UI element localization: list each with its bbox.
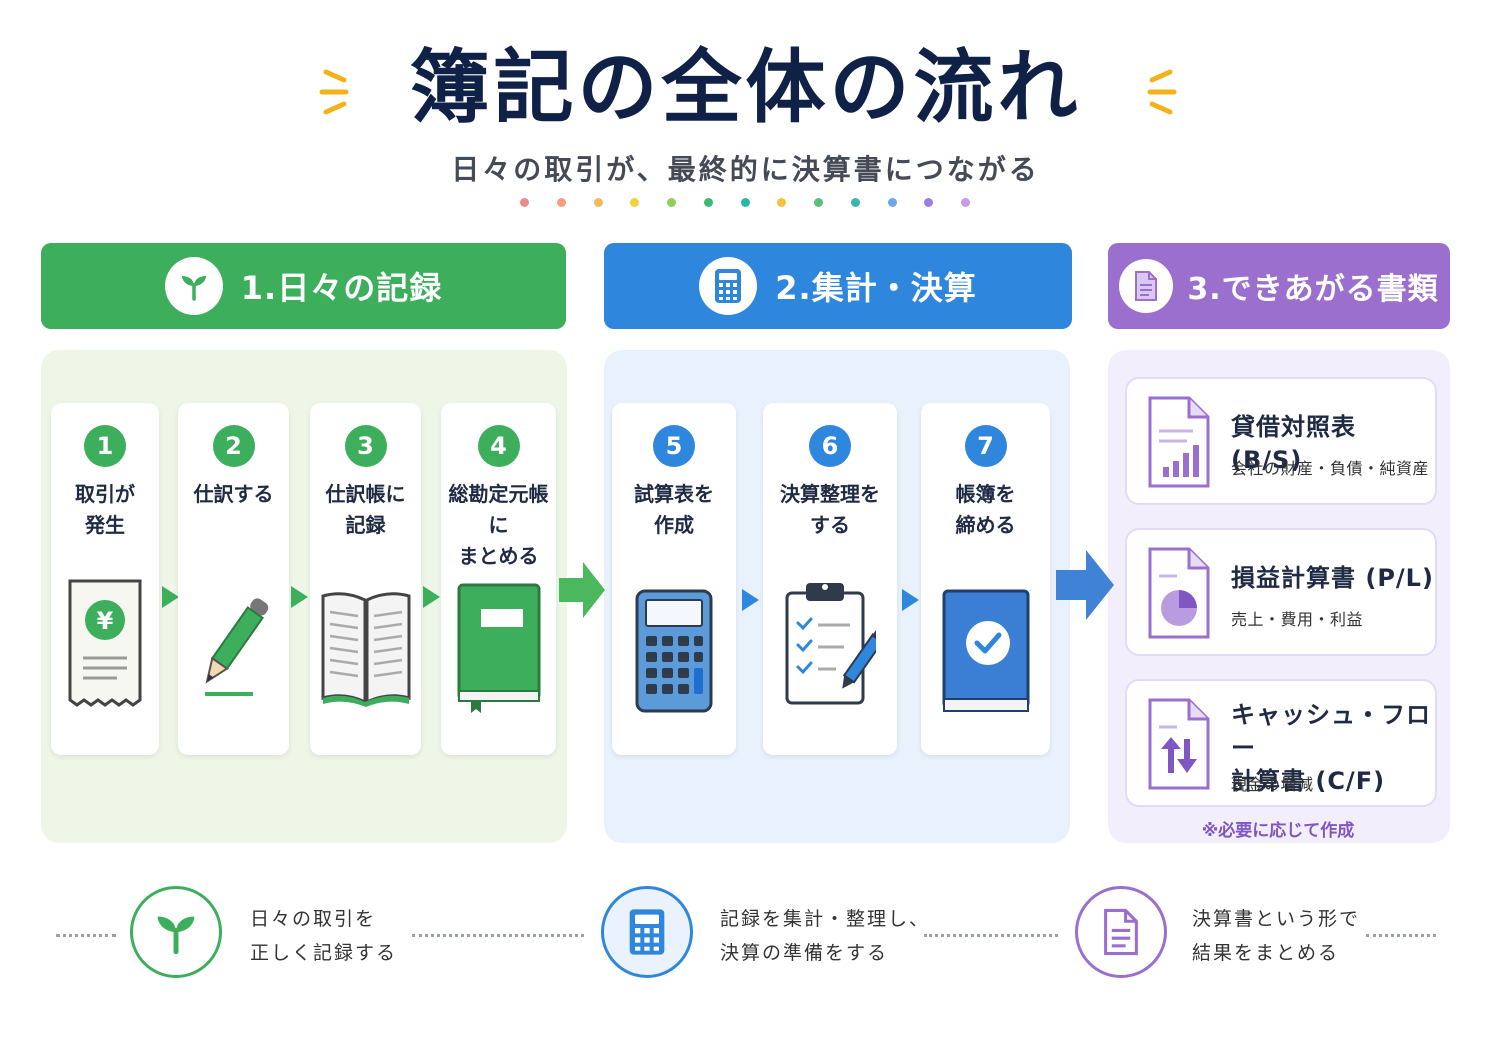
- document-title: キャッシュ・フロー 計算書 (C/F): [1231, 701, 1431, 795]
- step-card-6: 6 決算整理を する: [763, 403, 897, 755]
- step-card-2: 2 仕訳する: [178, 403, 289, 755]
- cash-flow-document-icon: [1148, 698, 1210, 790]
- section-header-label: 2.集計・決算: [775, 269, 977, 307]
- calculator-icon: [635, 589, 713, 713]
- dotted-divider: [1366, 934, 1436, 937]
- decorative-dots: [520, 198, 970, 212]
- clipboard-checklist-icon: [785, 583, 876, 705]
- step-card-7: 7 帳簿を 締める: [921, 403, 1050, 755]
- calculator-icon: [699, 257, 758, 315]
- step-label: 取引が 発生: [75, 482, 135, 537]
- calculator-icon: [629, 909, 665, 955]
- svg-text:¥: ¥: [97, 607, 114, 635]
- section-header-closing: 2.集計・決算: [604, 243, 1072, 329]
- document-icon: [1119, 259, 1174, 313]
- pie-chart-document-icon: [1148, 547, 1210, 639]
- pencil-icon: [204, 598, 268, 696]
- summary-icon-record: [130, 886, 222, 978]
- document-title: 貸借対照表 (B/S): [1231, 413, 1356, 474]
- dotted-divider: [924, 934, 1058, 937]
- step-number: 5: [653, 425, 695, 467]
- dot: [593, 198, 603, 207]
- dot: [556, 198, 566, 207]
- step-card-1: 1 取引が 発生 ¥: [51, 403, 159, 755]
- dot: [814, 198, 823, 207]
- dot: [887, 198, 897, 207]
- dotted-divider: [56, 934, 116, 937]
- sparkle-left-icon: [319, 69, 349, 115]
- dot: [961, 198, 970, 207]
- dot: [520, 198, 529, 207]
- step-number: 6: [809, 425, 851, 467]
- dot: [630, 198, 640, 207]
- sprout-icon: [164, 257, 223, 315]
- section-header-label: 1.日々の記録: [240, 269, 443, 307]
- step-label: 試算表を 作成: [634, 482, 714, 537]
- section-header-documents: 3.できあがる書類: [1108, 243, 1450, 329]
- closed-book-check-icon: [942, 589, 1029, 712]
- step-label: 仕訳帳に 記録: [325, 482, 406, 537]
- optional-note: ※必要に応じて作成: [1201, 821, 1355, 841]
- dot: [924, 198, 934, 207]
- summary-text-documents: 決算書という形で 結果をまとめる: [1192, 908, 1361, 964]
- step-number: 1: [84, 425, 126, 467]
- dot: [740, 198, 750, 207]
- step-card-4: 4 総勘定元帳に まとめる: [441, 403, 556, 755]
- step-label: 総勘定元帳に まとめる: [448, 482, 549, 568]
- arrow-right-icon: [162, 586, 179, 608]
- document-card-bs: 貸借対照表 (B/S) 会社の財産・負債・純資産: [1125, 377, 1437, 505]
- summary-text-record: 日々の取引を 正しく記録する: [250, 908, 398, 964]
- big-arrow-right-icon: [1056, 550, 1114, 620]
- big-arrow-right-icon: [559, 562, 605, 618]
- arrow-right-icon: [902, 589, 919, 611]
- summary-icon-documents: [1075, 886, 1167, 978]
- step-number: 3: [344, 425, 387, 467]
- summary-text-closing: 記録を集計・整理し、 決算の準備をする: [720, 908, 931, 964]
- step-number: 7: [964, 425, 1007, 467]
- document-title: 損益計算書 (P/L): [1231, 564, 1434, 592]
- arrow-right-icon: [742, 589, 759, 611]
- dot: [703, 198, 713, 207]
- section-header-record: 1.日々の記録: [41, 243, 566, 329]
- sprout-icon: [157, 916, 195, 955]
- document-description: 現金の増減: [1231, 775, 1314, 794]
- document-icon: [1104, 908, 1138, 956]
- dotted-divider: [412, 934, 584, 937]
- arrow-right-icon: [423, 586, 440, 608]
- open-book-icon: [321, 592, 410, 707]
- dot: [667, 198, 676, 207]
- summary-icon-closing: [601, 886, 693, 978]
- receipt-yen-icon: ¥: [68, 579, 142, 707]
- step-card-3: 3 仕訳帳に 記録: [310, 403, 421, 755]
- step-label: 仕訳する: [193, 482, 274, 506]
- page-title: 簿記の全体の流れ: [409, 41, 1082, 134]
- dot: [850, 198, 860, 207]
- bar-chart-document-icon: [1148, 396, 1210, 488]
- ledger-book-icon: [457, 583, 540, 713]
- step-label: 帳簿を 締める: [955, 482, 1016, 537]
- document-card-cf: キャッシュ・フロー 計算書 (C/F) 現金の増減: [1125, 679, 1437, 807]
- subtitle: 日々の取引が、最終的に決算書につながる: [451, 153, 1040, 186]
- step-label: 決算整理を する: [780, 482, 880, 537]
- step-number: 4: [477, 425, 520, 467]
- arrow-right-icon: [291, 586, 308, 608]
- dot: [777, 198, 787, 207]
- document-description: 会社の財産・負債・純資産: [1231, 459, 1430, 478]
- step-card-5: 5 試算表を 作成: [612, 403, 736, 755]
- document-card-pl: 損益計算書 (P/L) 売上・費用・利益: [1125, 528, 1437, 656]
- step-number: 2: [212, 425, 255, 467]
- sparkle-right-icon: [1147, 69, 1177, 115]
- section-header-label: 3.できあがる書類: [1187, 272, 1439, 307]
- document-description: 売上・費用・利益: [1231, 610, 1364, 629]
